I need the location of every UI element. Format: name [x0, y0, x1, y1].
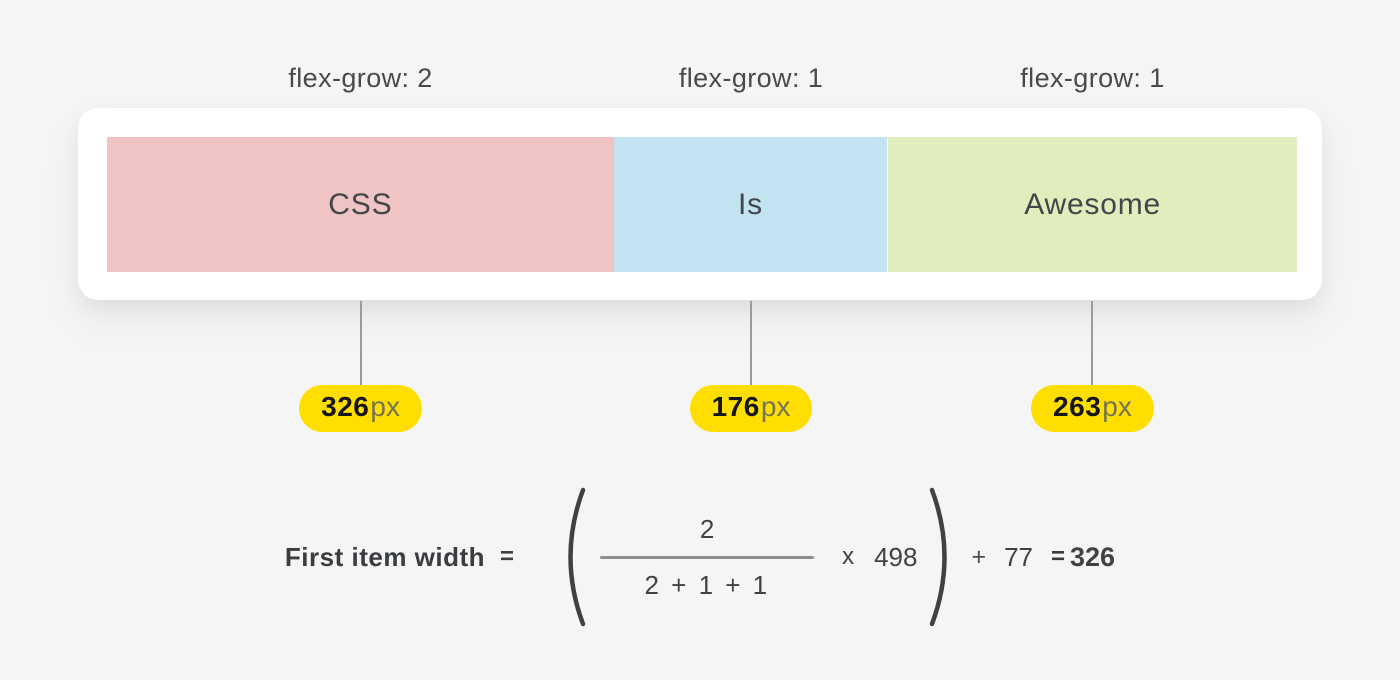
connector-cell: [107, 301, 614, 385]
fraction-bar: [600, 555, 815, 559]
label-cell: flex-grow: 1: [614, 60, 888, 96]
flex-grow-label-3: flex-grow: 1: [1020, 62, 1165, 93]
fraction-numerator: 2: [699, 513, 715, 544]
multiply-sign: x: [842, 543, 855, 570]
formula-lhs: First item width: [284, 541, 486, 572]
badge-unit: px: [760, 390, 791, 422]
flex-item-label: Is: [737, 187, 763, 221]
connector-line: [359, 301, 362, 385]
fraction-denominator: 2 + 1 + 1: [644, 569, 770, 600]
flex-container-card: CSS Is Awesome: [78, 108, 1322, 300]
label-cell: flex-grow: 1: [888, 60, 1297, 96]
badge-unit: px: [370, 390, 400, 422]
badge-value: 263: [1053, 390, 1102, 422]
width-formula: First item width = 2 2 + 1 + 1 x 498 + 7…: [0, 487, 1400, 627]
result-equals: =: [1050, 543, 1065, 570]
badge-cell: 176 px: [614, 384, 888, 432]
grow-ratio-fraction: 2 2 + 1 + 1: [600, 513, 815, 601]
flex-item-awesome: Awesome: [887, 137, 1297, 272]
flex-item-css: CSS: [107, 137, 614, 272]
flex-item-label: CSS: [328, 187, 393, 221]
connector-cell: [614, 301, 888, 385]
formula-equals: =: [500, 543, 515, 570]
connector-lines-row: [107, 301, 1297, 385]
flex-item-is: Is: [613, 137, 888, 272]
close-paren-icon: [930, 487, 948, 627]
width-badges-row: 326 px 176 px 263 px: [107, 384, 1297, 432]
width-badge-263: 263 px: [1031, 384, 1154, 432]
container-free-space: 498: [874, 541, 918, 572]
flex-grow-labels-row: flex-grow: 2 flex-grow: 1 flex-grow: 1: [107, 60, 1297, 96]
connector-line: [1091, 301, 1094, 385]
label-cell: flex-grow: 2: [107, 60, 614, 96]
badge-value: 326: [321, 390, 370, 422]
width-badge-326: 326 px: [299, 384, 422, 432]
plus-sign: +: [971, 542, 987, 571]
badge-cell: 326 px: [107, 384, 614, 432]
open-paren-icon: [568, 487, 586, 627]
flex-grow-label-1: flex-grow: 2: [288, 62, 433, 93]
base-width-value: 77: [1004, 541, 1033, 572]
flex-item-label: Awesome: [1024, 187, 1161, 221]
connector-cell: [888, 301, 1297, 385]
flex-grow-label-2: flex-grow: 1: [678, 62, 824, 93]
flex-items-row: CSS Is Awesome: [107, 137, 1297, 272]
badge-value: 176: [711, 390, 760, 422]
result-value: 326: [1070, 541, 1116, 572]
badge-unit: px: [1102, 390, 1132, 422]
width-badge-176: 176 px: [689, 384, 813, 432]
connector-line: [750, 301, 752, 385]
badge-cell: 263 px: [888, 384, 1297, 432]
